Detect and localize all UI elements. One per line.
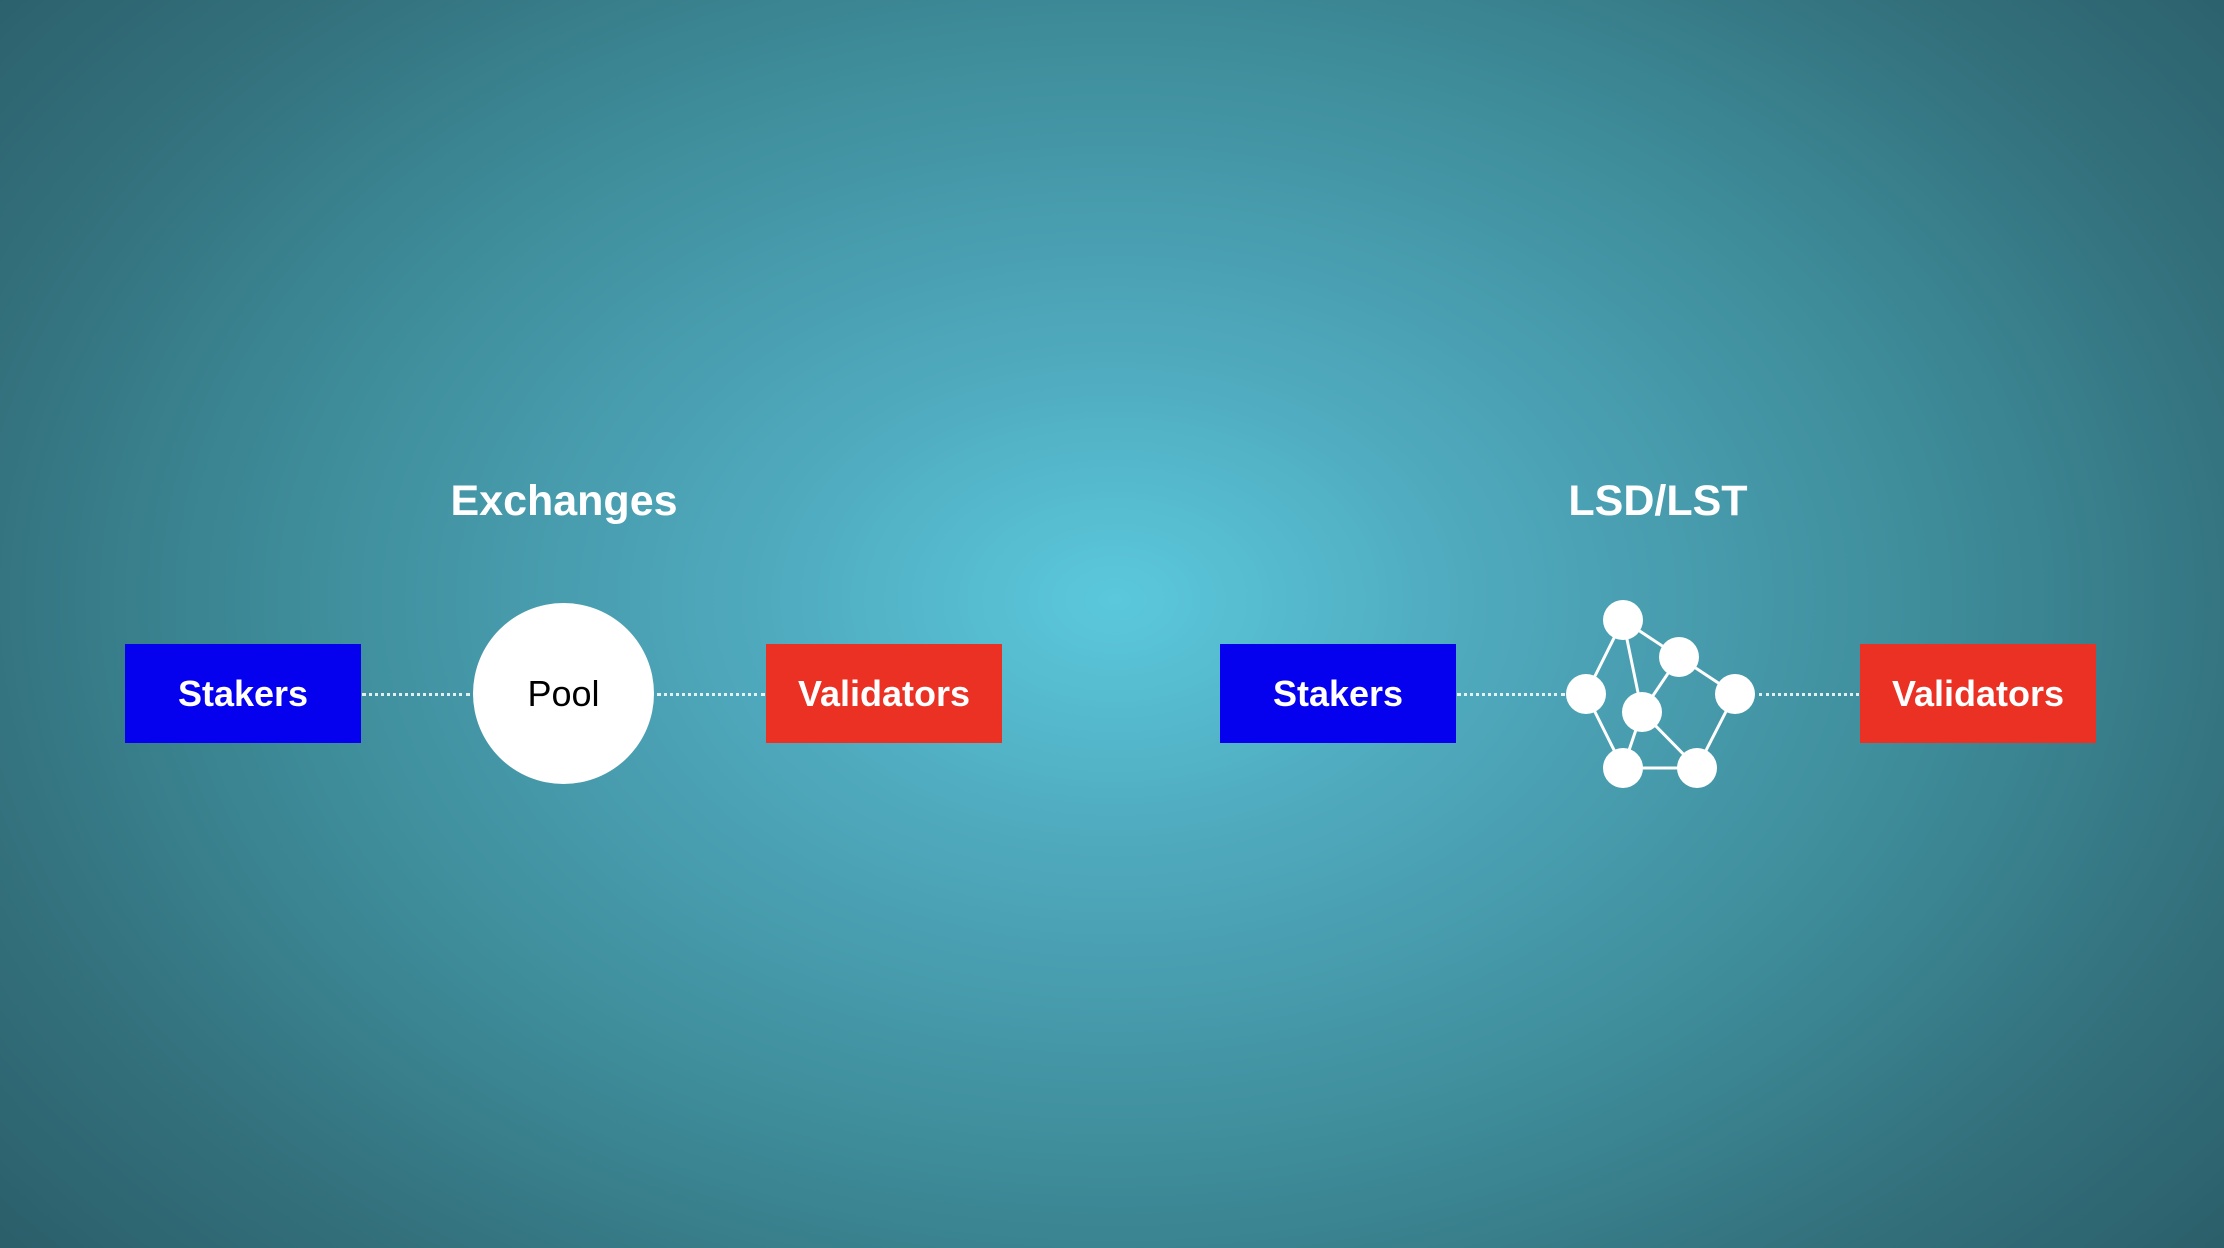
lsd-lst-title: LSD/LST	[1568, 477, 1748, 525]
network-validators-connector	[1759, 693, 1859, 696]
pool-circle: Pool	[473, 603, 654, 784]
lsd-validators-box: Validators	[1860, 644, 2096, 743]
exchanges-stakers-box: Stakers	[125, 644, 361, 743]
network-node	[1659, 637, 1699, 677]
network-node	[1603, 600, 1643, 640]
pool-validators-connector	[657, 693, 765, 696]
stakers-pool-connector	[362, 693, 470, 696]
lsd-stakers-box: Stakers	[1220, 644, 1456, 743]
stakers-network-connector	[1457, 693, 1565, 696]
network-node	[1715, 674, 1755, 714]
network-node	[1566, 674, 1606, 714]
exchanges-title: Exchanges	[450, 477, 678, 525]
network-node	[1622, 692, 1662, 732]
network-node	[1677, 748, 1717, 788]
node-network-icon	[1566, 600, 1755, 788]
network-node	[1603, 748, 1643, 788]
exchanges-validators-box: Validators	[766, 644, 1002, 743]
